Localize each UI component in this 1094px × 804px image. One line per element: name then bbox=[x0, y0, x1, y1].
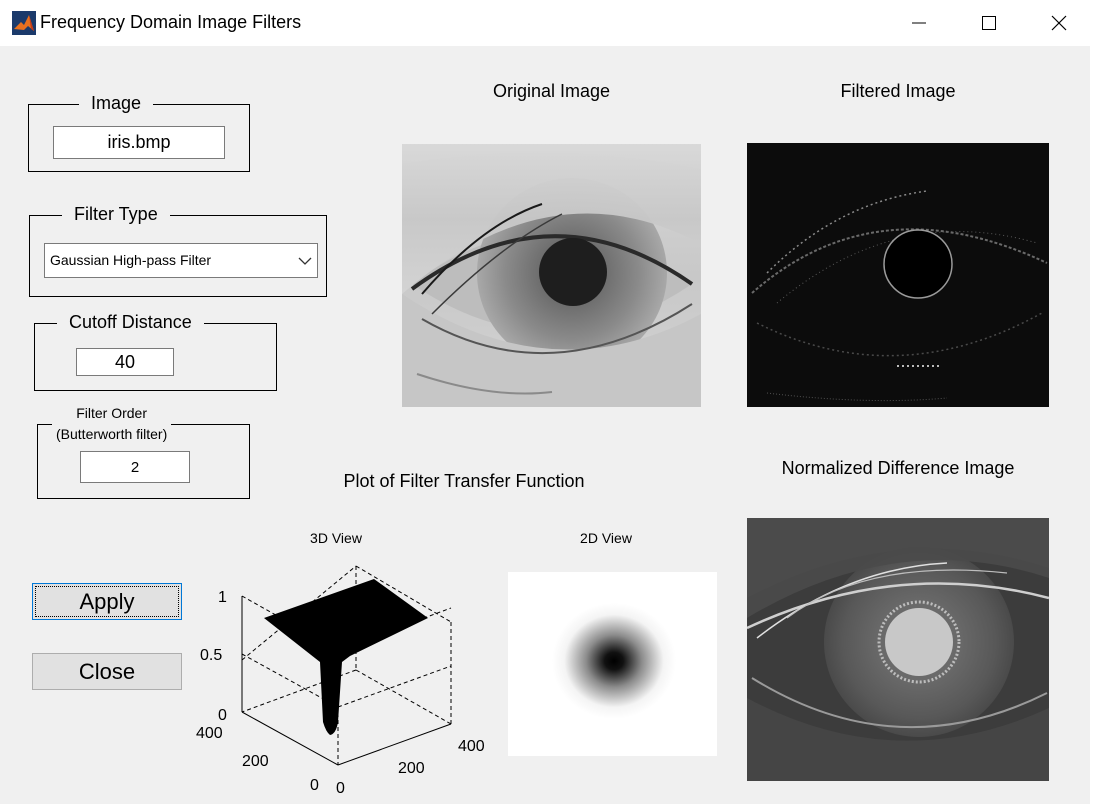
filter-type-selected: Gaussian High-pass Filter bbox=[50, 252, 212, 268]
z-tick-1: 1 bbox=[218, 589, 227, 606]
title-bar: Frequency Domain Image Filters bbox=[0, 0, 1094, 46]
difference-image-title: Normalized Difference Image bbox=[781, 458, 1015, 478]
2d-view-title: 2D View bbox=[580, 530, 632, 546]
image-group-label: Image bbox=[79, 93, 154, 114]
filter-order-label-line2: (Butterworth filter) bbox=[56, 426, 168, 442]
transfer-function-title: Plot of Filter Transfer Function bbox=[343, 471, 585, 491]
3d-view-plot: 1 0.5 0 400 200 0 0 200 400 bbox=[196, 565, 485, 797]
minimize-button[interactable] bbox=[884, 0, 954, 46]
filter-type-label: Filter Type bbox=[62, 204, 170, 225]
y-tick-0: 0 bbox=[310, 777, 319, 794]
apply-button[interactable]: Apply bbox=[32, 583, 182, 620]
filter-order-label-line1: Filter Order bbox=[76, 405, 148, 421]
filtered-image-title: Filtered Image bbox=[840, 81, 956, 101]
filter-type-group: Filter Type Gaussian High-pass Filter bbox=[29, 204, 327, 297]
filtered-image bbox=[747, 143, 1049, 407]
y-tick-400: 400 bbox=[196, 725, 223, 742]
x-tick-400: 400 bbox=[458, 738, 485, 755]
window-edge bbox=[1090, 46, 1094, 804]
chevron-down-icon[interactable] bbox=[293, 244, 317, 277]
close-icon bbox=[1051, 15, 1067, 31]
filter-order-label: Filter Order (Butterworth filter) bbox=[52, 403, 172, 445]
image-group: Image iris.bmp bbox=[28, 93, 250, 172]
maximize-button[interactable] bbox=[954, 0, 1024, 46]
x-tick-0: 0 bbox=[336, 780, 345, 797]
original-image bbox=[402, 144, 701, 407]
difference-image bbox=[747, 518, 1049, 781]
cutoff-distance-field[interactable]: 40 bbox=[76, 348, 174, 376]
2d-view-image bbox=[508, 572, 717, 756]
image-filename-field[interactable]: iris.bmp bbox=[53, 126, 225, 159]
z-tick-0.5: 0.5 bbox=[200, 647, 222, 664]
y-tick-200: 200 bbox=[242, 753, 269, 770]
minimize-icon bbox=[912, 22, 926, 24]
original-image-title: Original Image bbox=[492, 81, 611, 101]
3d-view-title: 3D View bbox=[310, 530, 362, 546]
maximize-icon bbox=[982, 16, 996, 30]
transfer-surface-3d bbox=[264, 579, 428, 735]
filter-order-field[interactable]: 2 bbox=[80, 451, 190, 483]
close-window-button[interactable] bbox=[1024, 0, 1094, 46]
cutoff-distance-group: Cutoff Distance 40 bbox=[34, 312, 277, 391]
matlab-icon bbox=[12, 11, 36, 35]
filter-order-group: Filter Order (Butterworth filter) 2 bbox=[37, 403, 250, 499]
x-tick-200: 200 bbox=[398, 760, 425, 777]
cutoff-distance-label: Cutoff Distance bbox=[57, 312, 204, 333]
close-button[interactable]: Close bbox=[32, 653, 182, 690]
window-title: Frequency Domain Image Filters bbox=[40, 12, 302, 32]
z-tick-0: 0 bbox=[218, 707, 227, 724]
filter-type-dropdown[interactable]: Gaussian High-pass Filter bbox=[44, 243, 318, 278]
